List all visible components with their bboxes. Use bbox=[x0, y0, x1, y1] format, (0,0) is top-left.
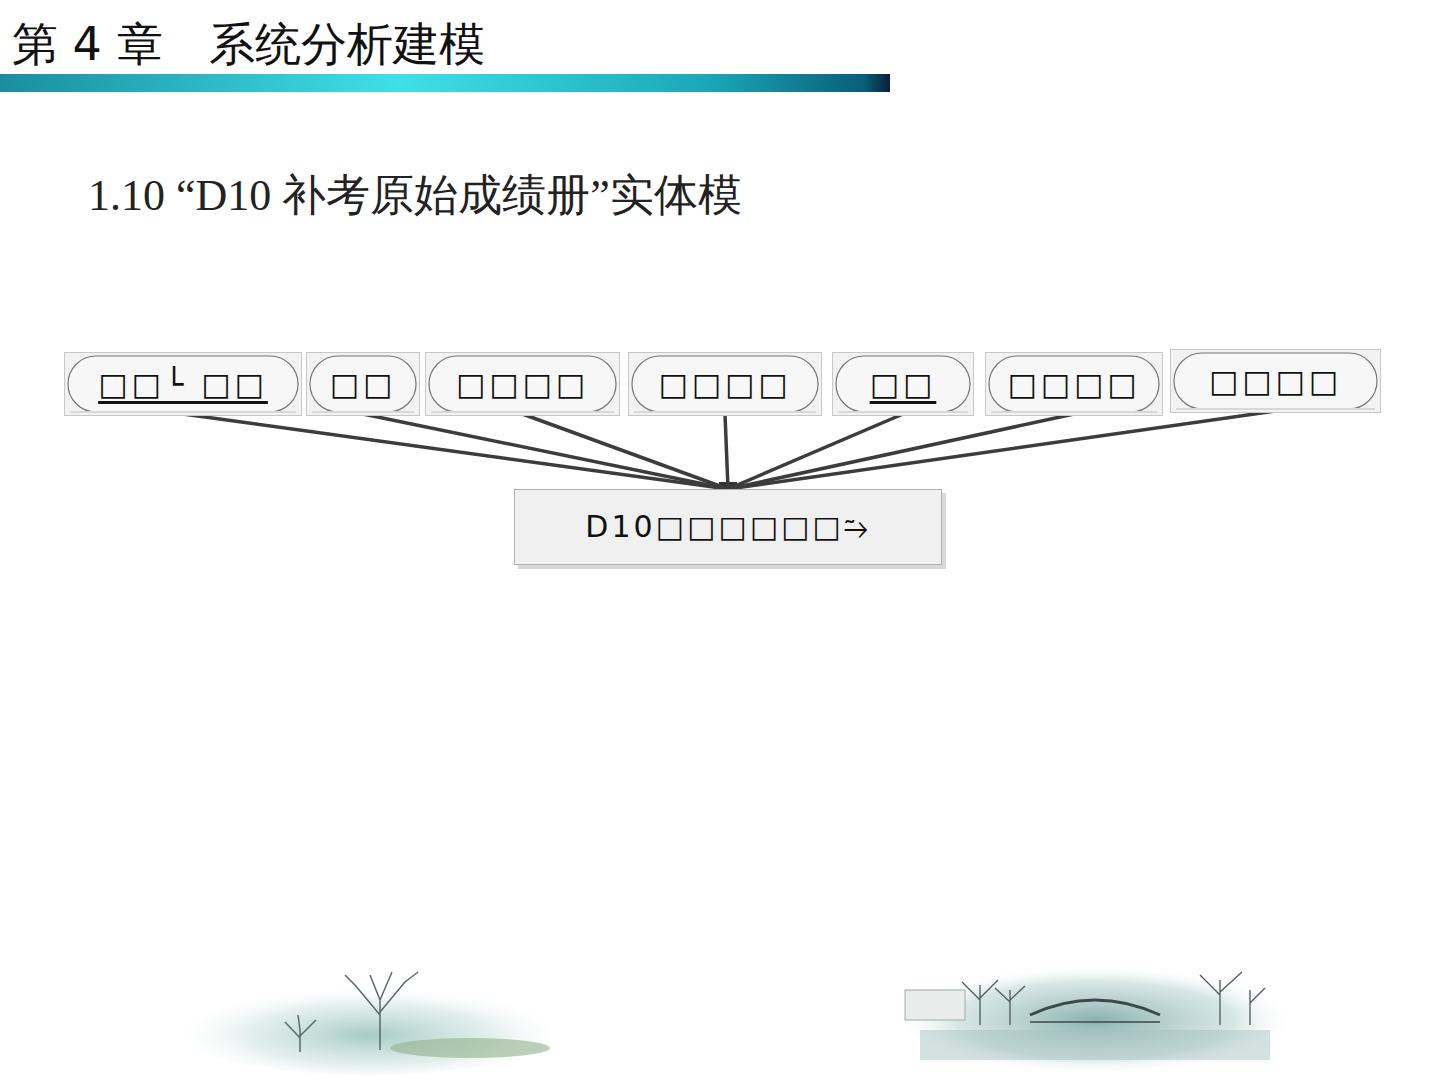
attribute-pill: □□□□ bbox=[628, 352, 822, 416]
attribute-pill: □□└ □□ bbox=[64, 352, 302, 416]
attribute-name: □□ bbox=[307, 366, 419, 402]
attribute-name: □□└ □□ bbox=[65, 366, 301, 402]
title-bar bbox=[0, 74, 890, 92]
attribute-link bbox=[728, 414, 1074, 489]
attribute-pill: □□ bbox=[306, 352, 420, 416]
slide-title: 第 4 章 系统分析建模 bbox=[12, 14, 485, 76]
attribute-link bbox=[363, 414, 728, 489]
entity-box: D10□□□□□□⥲ bbox=[514, 489, 942, 565]
attribute-name: □□ bbox=[833, 366, 973, 402]
entity-name: D10□□□□□□⥲ bbox=[515, 509, 941, 545]
attribute-name: □□□□ bbox=[1171, 363, 1380, 399]
tree-picture-left bbox=[170, 972, 570, 1075]
attribute-pill: □□ bbox=[832, 352, 974, 416]
section-heading: 1.10 “D10 补考原始成绩册”实体模 bbox=[88, 166, 742, 225]
attribute-pill: □□□□ bbox=[985, 352, 1163, 416]
attribute-link bbox=[725, 414, 728, 489]
bridge-picture-right bbox=[895, 965, 1295, 1075]
attribute-name: □□□□ bbox=[426, 366, 619, 402]
attribute-pill: □□□□ bbox=[425, 352, 620, 416]
attribute-link bbox=[183, 414, 728, 489]
attribute-name: □□□□ bbox=[986, 366, 1162, 402]
attribute-name: □□□□ bbox=[629, 366, 821, 402]
attribute-link bbox=[523, 414, 729, 489]
attribute-pill: □□□□ bbox=[1170, 349, 1381, 413]
attribute-link bbox=[728, 411, 1276, 489]
